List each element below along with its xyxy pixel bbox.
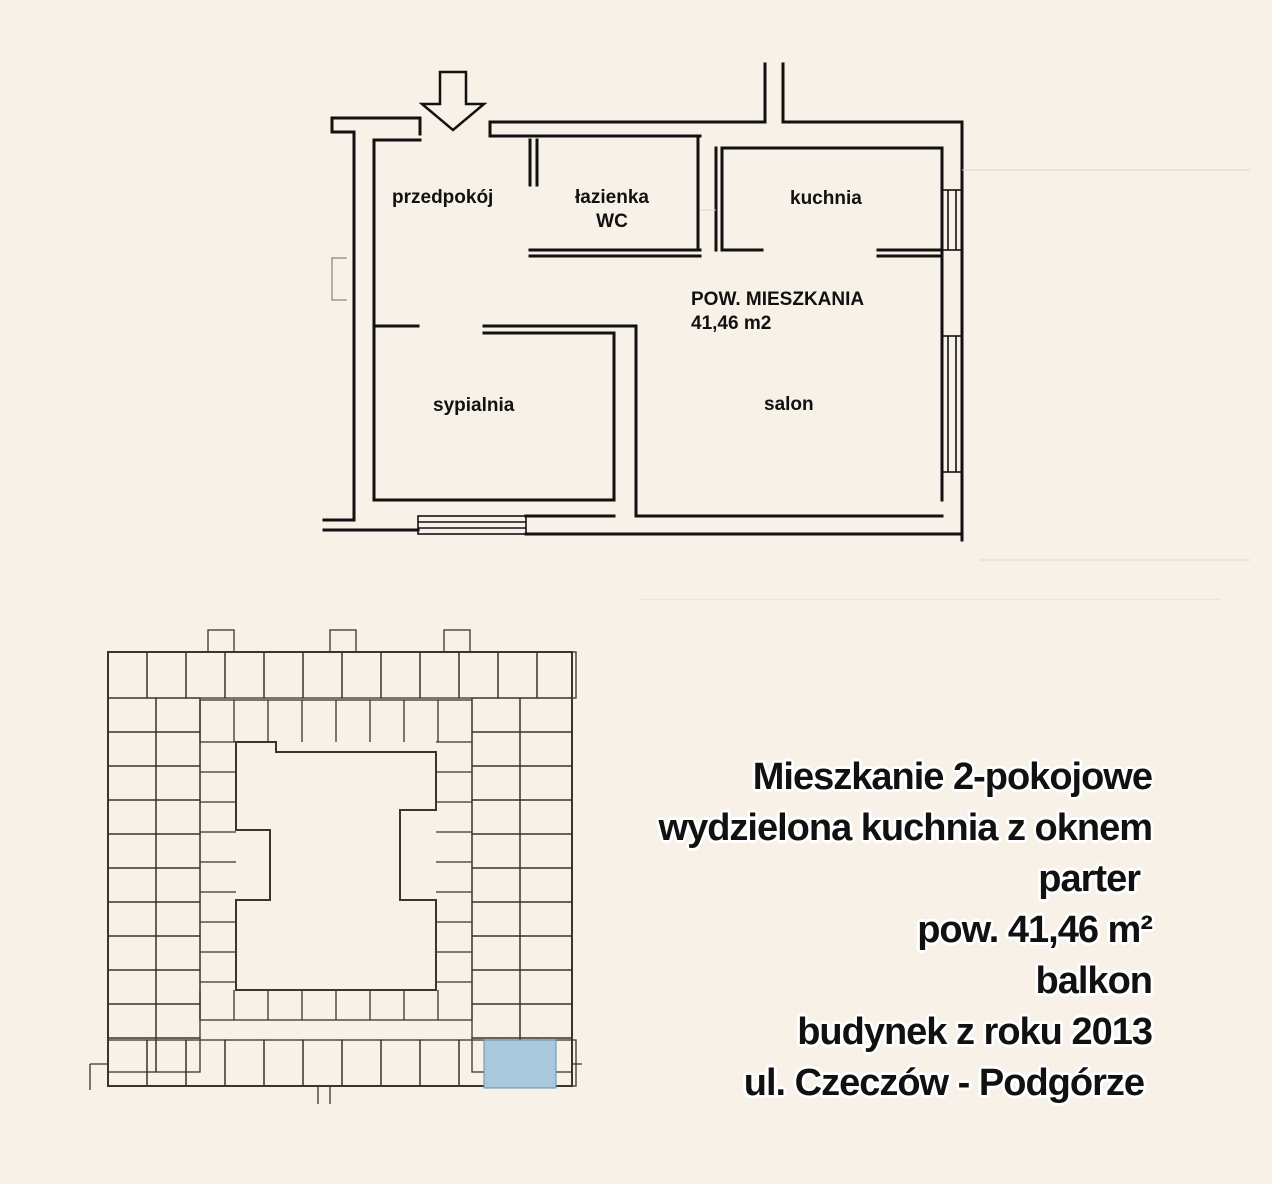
site-plan-cell bbox=[107, 1039, 148, 1087]
room-label-bathroom: łazienka WC bbox=[562, 186, 662, 234]
room-label-bathroom-line2: WC bbox=[596, 211, 628, 232]
site-plan-cell bbox=[155, 1037, 201, 1073]
site-plan-cell bbox=[107, 935, 157, 971]
site-plan-cell bbox=[107, 799, 157, 835]
courtyard bbox=[235, 741, 437, 991]
site-plan-cell bbox=[471, 935, 521, 971]
site-plan-cell bbox=[471, 799, 521, 835]
site-plan-cell bbox=[155, 799, 201, 835]
site-plan-cell bbox=[471, 867, 521, 903]
site-plan-cell bbox=[471, 969, 521, 1005]
site-plan-cell bbox=[155, 1003, 201, 1039]
site-plan-cell bbox=[146, 1039, 187, 1087]
site-plan-cell bbox=[443, 629, 471, 653]
total-area-value: 41,46 m2 bbox=[691, 313, 772, 334]
site-plan-cell bbox=[329, 629, 357, 653]
room-label-hall: przedpokój bbox=[392, 187, 494, 208]
site-plan-cell bbox=[341, 651, 382, 699]
site-plan-cell bbox=[471, 833, 521, 869]
info-address: ul. Czeczów - Podgórze bbox=[743, 1062, 1145, 1104]
info-kitchen: wydzielona kuchnia z oknem bbox=[658, 807, 1153, 849]
site-plan-cell bbox=[155, 731, 201, 767]
site-plan-cell bbox=[519, 833, 573, 869]
site-plan-cell bbox=[107, 867, 157, 903]
site-plan-cell bbox=[519, 901, 573, 937]
total-area-label: POW. MIESZKANIA bbox=[691, 289, 865, 310]
site-plan-cell bbox=[199, 699, 473, 1021]
site-plan-cell bbox=[155, 765, 201, 801]
site-plan-cell bbox=[107, 969, 157, 1005]
site-plan-cell bbox=[107, 901, 157, 937]
listing-info: Mieszkanie 2-pokojowe wydzielona kuchnia… bbox=[658, 752, 1153, 1109]
site-plan-cell bbox=[155, 969, 201, 1005]
site-plan-cell bbox=[471, 1003, 521, 1039]
floor-plan bbox=[322, 62, 1250, 600]
site-plan-cell bbox=[536, 651, 577, 699]
site-plan-cell bbox=[155, 697, 201, 733]
site-plan-cell bbox=[380, 651, 421, 699]
info-floor: parter bbox=[1038, 858, 1141, 900]
info-area: pow. 41,46 m² bbox=[917, 909, 1153, 951]
site-plan-cell bbox=[419, 1039, 460, 1087]
site-plan-cell bbox=[519, 697, 573, 733]
site-plan-cell bbox=[419, 651, 460, 699]
site-plan-cell bbox=[380, 1039, 421, 1087]
site-plan-cell bbox=[458, 651, 499, 699]
site-plan-cell bbox=[341, 1039, 382, 1087]
site-plan-cell bbox=[107, 651, 573, 1087]
site-plan-cell bbox=[519, 765, 573, 801]
site-plan-cell bbox=[471, 901, 521, 937]
site-plan-cell bbox=[302, 651, 343, 699]
site-plan-cell bbox=[107, 697, 157, 733]
site-plan-cell bbox=[146, 651, 187, 699]
site-plan-cell bbox=[107, 1037, 157, 1073]
site-plan-cell bbox=[107, 833, 157, 869]
info-balcony: balkon bbox=[1035, 960, 1153, 1002]
site-plan-cell bbox=[155, 867, 201, 903]
site-plan-cell bbox=[107, 1003, 157, 1039]
site-plan-cell bbox=[107, 765, 157, 801]
site-plan-cell bbox=[471, 731, 521, 767]
site-plan-cell bbox=[263, 1039, 304, 1087]
site-plan-cell bbox=[224, 1039, 265, 1087]
site-plan-cell bbox=[471, 697, 521, 733]
site-plan-cell bbox=[155, 935, 201, 971]
down-arrow-icon bbox=[418, 70, 488, 132]
site-plan-cell bbox=[107, 731, 157, 767]
site-plan-cell bbox=[519, 969, 573, 1005]
site-plan-cell bbox=[519, 1003, 573, 1039]
site-plan-cell bbox=[302, 1039, 343, 1087]
site-plan-cell bbox=[107, 651, 148, 699]
highlighted-apartment bbox=[483, 1039, 557, 1089]
site-plan-cell bbox=[155, 833, 201, 869]
room-label-bedroom: sypialnia bbox=[433, 395, 515, 416]
site-plan-cell bbox=[519, 867, 573, 903]
room-label-living: salon bbox=[764, 394, 814, 415]
room-label-bathroom-line1: łazienka bbox=[575, 187, 649, 208]
site-plan-cell bbox=[497, 651, 538, 699]
info-rooms: Mieszkanie 2-pokojowe bbox=[752, 756, 1153, 798]
site-plan-cell bbox=[263, 651, 304, 699]
site-plan-cell bbox=[471, 765, 521, 801]
site-plan-cell bbox=[185, 651, 226, 699]
site-plan-cell bbox=[155, 901, 201, 937]
site-plan-cell bbox=[224, 651, 265, 699]
site-plan-cell bbox=[185, 1039, 226, 1087]
site-plan-cell bbox=[207, 629, 235, 653]
site-plan-cell bbox=[519, 935, 573, 971]
room-label-kitchen: kuchnia bbox=[790, 188, 862, 209]
info-year: budynek z roku 2013 bbox=[797, 1011, 1153, 1053]
site-plan-cell bbox=[519, 799, 573, 835]
site-plan-cell bbox=[519, 731, 573, 767]
